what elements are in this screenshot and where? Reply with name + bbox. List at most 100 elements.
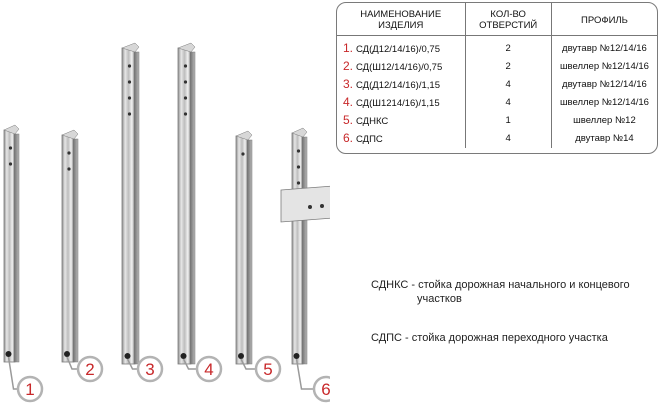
row-name: 4.СД(Ш1214/16)/1,15	[337, 94, 465, 112]
mount-hole	[67, 167, 71, 171]
mount-hole	[296, 181, 301, 185]
row-product-name: СД(Д12/14/16)/1,15	[356, 80, 440, 91]
legend-sdps-text: СДПС - стойка дорожная переходного участ…	[371, 332, 608, 344]
mount-hole	[8, 146, 13, 150]
row-profile: швеллер №12/14/16	[550, 94, 657, 112]
post-body	[177, 47, 192, 365]
mount-hole	[127, 64, 132, 68]
mount-hole	[67, 151, 71, 155]
mount-hole	[127, 112, 132, 116]
row-profile: двутавр №12/14/16	[550, 76, 657, 94]
post-number-circle	[254, 355, 282, 383]
leader-line	[126, 358, 138, 370]
row-name: 5.СДНКС	[337, 112, 465, 130]
mount-hole	[183, 80, 188, 84]
legend-sdps: СДПС - стойка дорожная переходного участ…	[371, 331, 608, 345]
mount-hole	[183, 112, 188, 116]
row-holes: 1	[464, 112, 552, 130]
legend-sdnks: СДНКС - стойка дорожная начального и кон…	[371, 278, 630, 306]
row-number: 2.	[343, 59, 354, 73]
post-number-circle	[312, 375, 330, 403]
header-name: НАИМЕНОВАНИЕ ИЗДЕЛИЯ	[337, 3, 465, 36]
post-body	[121, 47, 136, 365]
bottom-hole	[293, 353, 300, 359]
posts-illustration: 1 2 3 4 5 6	[3, 42, 330, 403]
mount-hole	[127, 80, 132, 84]
bracket-hole	[308, 205, 312, 209]
post-number-label: 2	[85, 360, 94, 379]
mount-hole	[183, 96, 188, 100]
spec-table: НАИМЕНОВАНИЕ ИЗДЕЛИЯ КОЛ-ВО ОТВЕРСТИЙ ПР…	[336, 2, 658, 154]
post-1: 1	[3, 124, 44, 403]
post-top-cut	[121, 42, 140, 53]
leader-line	[7, 356, 18, 390]
post-number-circle	[195, 355, 223, 383]
post-flange	[246, 139, 253, 365]
post-6: 6	[291, 127, 330, 403]
row-product-name: СД(Д12/14/16)/0,75	[356, 44, 440, 55]
header-profile: ПРОФИЛЬ	[550, 3, 657, 36]
row-product-name: СДНКС	[356, 116, 389, 127]
post-flange	[72, 138, 79, 363]
row-product-name: СД(Ш1214/16)/1,15	[356, 98, 440, 109]
row-name: 6.СДПС	[337, 130, 465, 148]
post-6-bracket	[280, 185, 330, 223]
bottom-hole	[180, 353, 187, 359]
leader-line	[295, 358, 314, 390]
post-number-label: 3	[145, 360, 154, 379]
post-number-circle	[16, 375, 44, 403]
post-number-circle	[76, 355, 104, 383]
row-holes: 4	[464, 76, 552, 94]
post-top-cut	[235, 130, 253, 141]
post-number-label: 5	[263, 360, 272, 379]
post-number-label: 6	[321, 380, 330, 399]
leader-line	[182, 358, 197, 370]
mount-hole	[296, 149, 301, 153]
bottom-hole	[5, 351, 12, 357]
bracket-hole	[320, 204, 324, 208]
mount-hole	[127, 96, 132, 100]
row-product-name: СДПС	[356, 134, 383, 145]
post-4: 4	[177, 42, 223, 383]
row-holes: 2	[464, 58, 552, 76]
post-flange	[13, 133, 20, 363]
leader-line	[240, 358, 256, 370]
mount-hole	[183, 64, 188, 68]
row-number: 1.	[343, 41, 354, 55]
post-number-circle	[136, 355, 164, 383]
row-holes: 4	[464, 94, 552, 112]
post-top-cut	[3, 124, 20, 135]
mount-hole	[296, 165, 301, 169]
legend-sdnks-text: СДНКС - стойка дорожная начального и кон…	[371, 279, 630, 291]
post-top-cut	[177, 42, 196, 53]
row-number: 6.	[343, 131, 354, 145]
post-flange	[133, 51, 140, 365]
header-holes: КОЛ-ВО ОТВЕРСТИЙ	[464, 3, 552, 36]
leader-line	[66, 356, 78, 370]
post-number-label: 1	[25, 380, 34, 399]
post-2: 2	[61, 129, 104, 383]
post-flange	[189, 51, 196, 365]
row-profile: двутавр №14	[550, 130, 657, 148]
post-body	[235, 135, 249, 365]
bracket-plate	[280, 185, 330, 223]
legend-sdnks-cont: участков	[417, 293, 462, 305]
post-number-label: 4	[204, 360, 213, 379]
row-product-name: СД(Ш12/14/16)/0,75	[356, 62, 443, 73]
row-holes: 2	[464, 35, 552, 58]
row-number: 5.	[343, 113, 354, 127]
post-top-cut	[61, 129, 79, 140]
row-number: 4.	[343, 95, 354, 109]
post-5: 5	[235, 130, 282, 383]
mount-hole	[241, 152, 245, 156]
post-flange	[301, 136, 308, 365]
row-number: 3.	[343, 77, 354, 91]
post-top-cut	[291, 127, 308, 138]
row-profile: швеллер №12/14/16	[550, 58, 657, 76]
row-name: 1.СД(Д12/14/16)/0,75	[337, 36, 465, 59]
